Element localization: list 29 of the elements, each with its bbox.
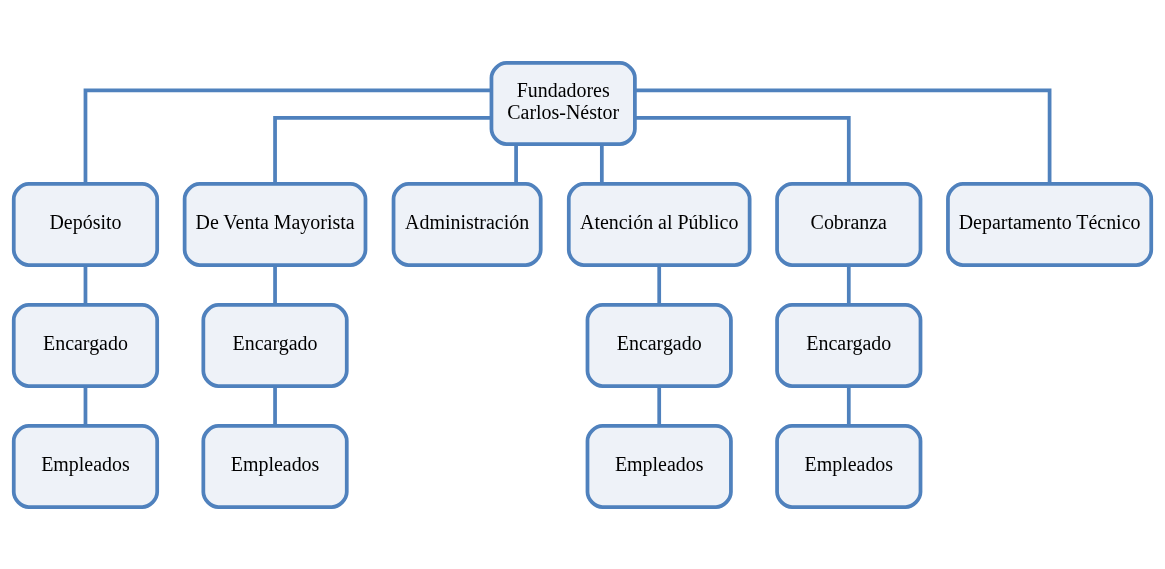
connector [514, 143, 518, 184]
node-box: Administración [391, 181, 543, 267]
node-box: Empleados [11, 423, 160, 509]
node-box: Empleados [201, 423, 349, 509]
connector [83, 385, 88, 426]
node-box: De Venta Mayorista [182, 181, 368, 267]
node-box: Atención al Público [566, 181, 752, 267]
connector [846, 385, 851, 426]
node-box: Depósito [11, 181, 160, 267]
node-box: Departamento Técnico [946, 181, 1154, 267]
node-box: Empleados [585, 423, 733, 509]
connector [273, 264, 277, 305]
connector [599, 143, 604, 184]
node-box: Cobranza [775, 181, 923, 267]
node-box: Encargado [11, 302, 160, 388]
connector [634, 88, 1052, 184]
node-box: Empleados [775, 423, 923, 509]
connector [657, 385, 662, 426]
node-box: Encargado [201, 302, 349, 388]
connector [657, 264, 662, 305]
connector [635, 115, 851, 184]
node-box: Encargado [775, 302, 923, 388]
connector [83, 88, 492, 184]
connector [846, 264, 851, 305]
connector [273, 115, 492, 184]
node-box: Encargado [585, 302, 733, 388]
connector [273, 385, 277, 426]
connector [83, 264, 88, 305]
node-box: Fundadores Carlos-Néstor [489, 60, 637, 146]
